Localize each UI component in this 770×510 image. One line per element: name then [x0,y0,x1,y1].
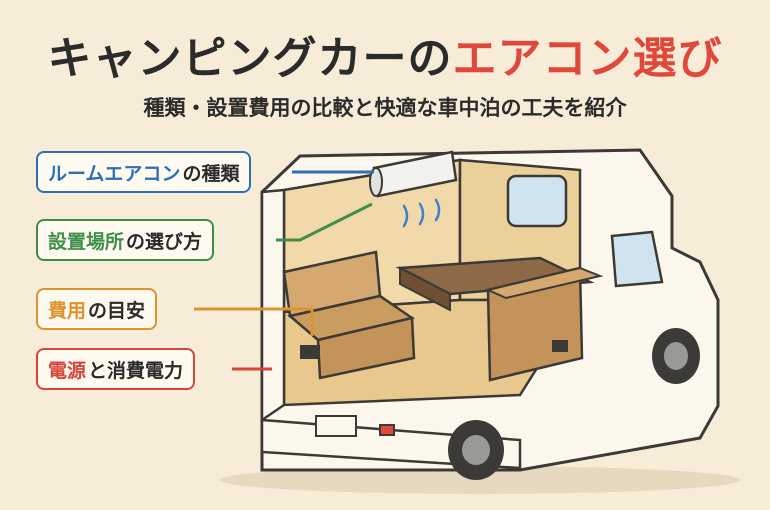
page-title: キャンピングカーのエアコン選び [0,22,770,86]
label-rest: と消費電力 [88,359,184,382]
page-subtitle: 種類・設置費用の比較と快適な車中泊の工夫を紹介 [143,96,627,120]
label-rest: の目安 [88,299,146,322]
title-main: キャンピングカーの [47,33,453,84]
label-power-consumption: 電源と消費電力 [36,348,196,390]
label-cost-estimate: 費用の目安 [36,288,158,330]
rear-frame [260,188,286,423]
label-highlight: ルームエアコン [48,162,181,185]
label-rest: の選び方 [126,230,203,253]
connector-green [276,202,373,242]
bench-front [316,316,416,380]
rear-wheel-hub [462,435,490,465]
ground-shadow [220,466,740,494]
aircon-side [369,167,383,197]
right-bench-vent [552,340,568,352]
label-highlight: 電源 [48,359,87,382]
label-rest: の種類 [182,162,240,185]
table-edge [399,266,451,312]
cab-window [610,230,664,288]
airflow-line [402,204,409,228]
label-install-location: 設置場所の選び方 [36,219,215,261]
connector-orange [194,307,314,336]
license-plate [315,415,357,437]
label-highlight: 設置場所 [48,230,125,253]
bench-vent [300,345,320,359]
airflow-line [418,202,425,226]
airflow-line [434,198,441,222]
label-highlight: 費用 [48,299,87,322]
title-accent: エアコン選び [452,33,723,84]
label-room-aircon-types: ルームエアコンの種類 [36,151,252,193]
front-wheel-hub [664,342,688,370]
tail-light [379,424,395,436]
right-bench-top [484,266,604,300]
side-window [506,174,568,228]
